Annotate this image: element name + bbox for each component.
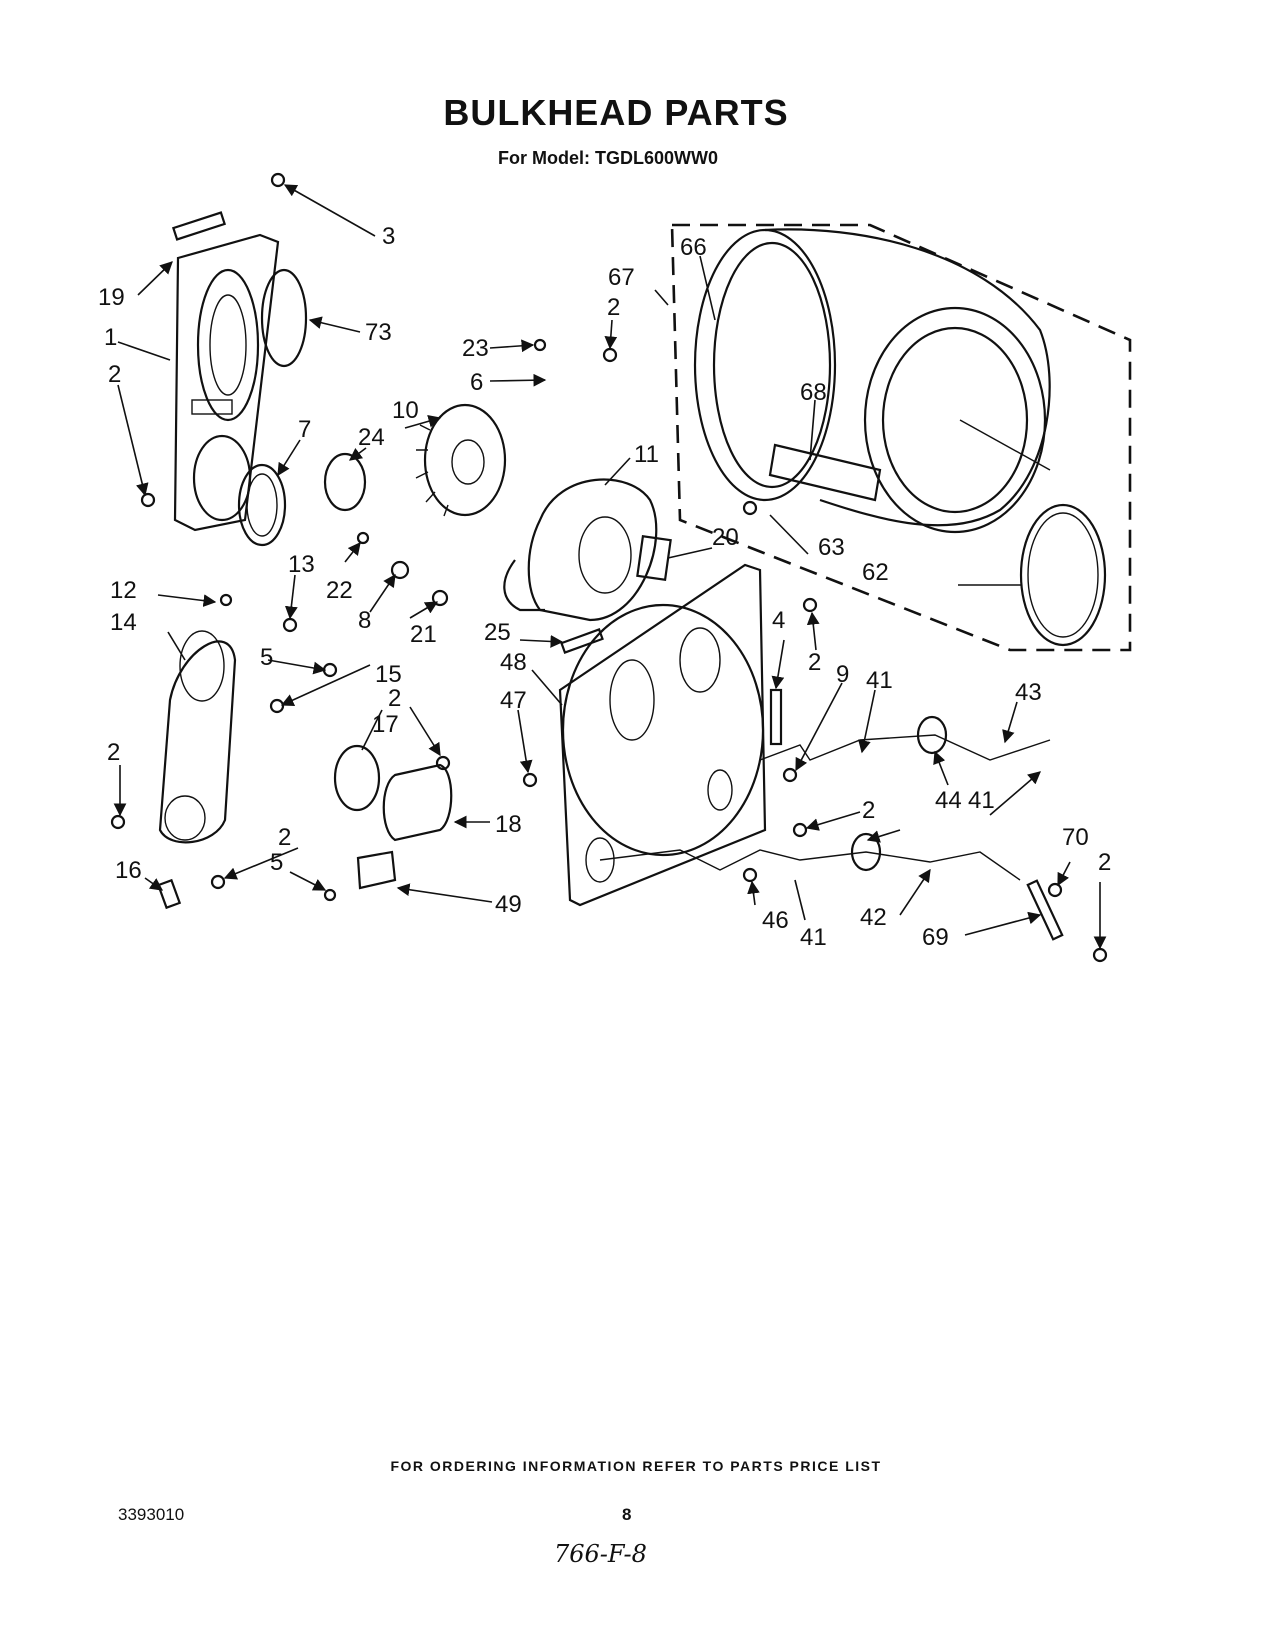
callout-47: 47 (500, 687, 527, 714)
blower-wheel (415, 403, 507, 517)
drum-seal-ring (1019, 503, 1107, 647)
bearing-24 (323, 452, 367, 512)
callout-18: 18 (495, 811, 522, 838)
callout-49: 49 (495, 891, 522, 918)
callout-21: 21 (410, 621, 437, 648)
arm-69 (1026, 879, 1064, 941)
blower-housing (503, 478, 658, 622)
switch-49 (356, 850, 397, 890)
callout-2: 2 (607, 294, 620, 321)
drum-rear-opening-inner (881, 326, 1029, 514)
callout-66: 66 (680, 234, 707, 261)
callout-41: 41 (968, 787, 995, 814)
callout-14: 14 (110, 609, 137, 636)
callout-4: 4 (772, 607, 785, 634)
callout-2: 2 (107, 739, 120, 766)
callout-1: 1 (104, 324, 117, 351)
callout-16: 16 (115, 857, 142, 884)
seal-7 (237, 463, 287, 547)
callout-8: 8 (358, 607, 371, 634)
callout-5: 5 (260, 644, 273, 671)
idler-assembly (599, 715, 1064, 941)
callout-2: 2 (862, 797, 875, 824)
motor-18 (382, 763, 453, 842)
callout-63: 63 (818, 534, 845, 561)
callout-11: 11 (634, 441, 659, 468)
callout-70: 70 (1062, 824, 1089, 851)
filter-20 (636, 535, 672, 581)
seal-73 (260, 268, 308, 368)
callout-15: 15 (375, 661, 402, 688)
callout-labels: 3 19 1 2 73 7 24 10 23 6 2 67 66 68 11 2… (98, 223, 1111, 951)
callout-17: 17 (372, 711, 399, 738)
callout-2: 2 (388, 685, 401, 712)
callout-5: 5 (270, 849, 283, 876)
callout-6: 6 (470, 369, 483, 396)
callout-10: 10 (392, 397, 419, 424)
idler-17 (333, 744, 381, 812)
callout-41: 41 (800, 924, 827, 951)
leader-lines (113, 184, 1107, 950)
document-number: 3393010 (118, 1505, 185, 1524)
callout-22: 22 (326, 577, 353, 604)
drum-kit-boundary (670, 223, 1132, 652)
callout-2: 2 (278, 824, 291, 851)
drum-front-rim (693, 228, 837, 502)
callout-20: 20 (712, 524, 739, 551)
callout-23: 23 (462, 335, 489, 362)
bracket-25 (560, 628, 604, 654)
front-bulkhead (173, 233, 280, 532)
callout-73: 73 (365, 319, 392, 346)
page-title: BULKHEAD PARTS (443, 92, 789, 133)
callout-46: 46 (762, 907, 789, 934)
callout-41: 41 (866, 667, 893, 694)
page-number: 8 (622, 1505, 632, 1524)
callout-44: 44 (935, 787, 962, 814)
callout-19: 19 (98, 284, 125, 311)
ordering-info: FOR ORDERING INFORMATION REFER TO PARTS … (390, 1458, 882, 1474)
callout-48: 48 (500, 649, 527, 676)
callout-13: 13 (288, 551, 315, 578)
drum-assembly (670, 223, 1132, 652)
callout-68: 68 (800, 379, 827, 406)
rear-bulkhead (558, 563, 767, 907)
bracket-4 (769, 688, 783, 746)
callout-2: 2 (108, 361, 121, 388)
callout-12: 12 (110, 577, 137, 604)
clip-16 (156, 878, 182, 910)
callout-62: 62 (862, 559, 889, 586)
callout-3: 3 (382, 223, 395, 250)
callout-7: 7 (298, 416, 311, 443)
callout-9: 9 (836, 661, 849, 688)
drum-rear-opening (863, 306, 1047, 534)
drum-front-rim-inner (712, 241, 832, 489)
callout-42: 42 (860, 904, 887, 931)
callout-69: 69 (922, 924, 949, 951)
motor-mount-assembly (158, 630, 237, 844)
callout-25: 25 (484, 619, 511, 646)
model-subtitle: For Model: TGDL600WW0 (498, 148, 718, 168)
callout-2: 2 (808, 649, 821, 676)
bracket-19 (171, 211, 227, 241)
handwritten-note: 766-F-8 (554, 1540, 647, 1568)
callout-24: 24 (358, 424, 385, 451)
callout-43: 43 (1015, 679, 1042, 706)
callout-2: 2 (1098, 849, 1111, 876)
drum-baffle (768, 443, 882, 502)
drum-body (764, 228, 1051, 527)
callout-67: 67 (608, 264, 635, 291)
